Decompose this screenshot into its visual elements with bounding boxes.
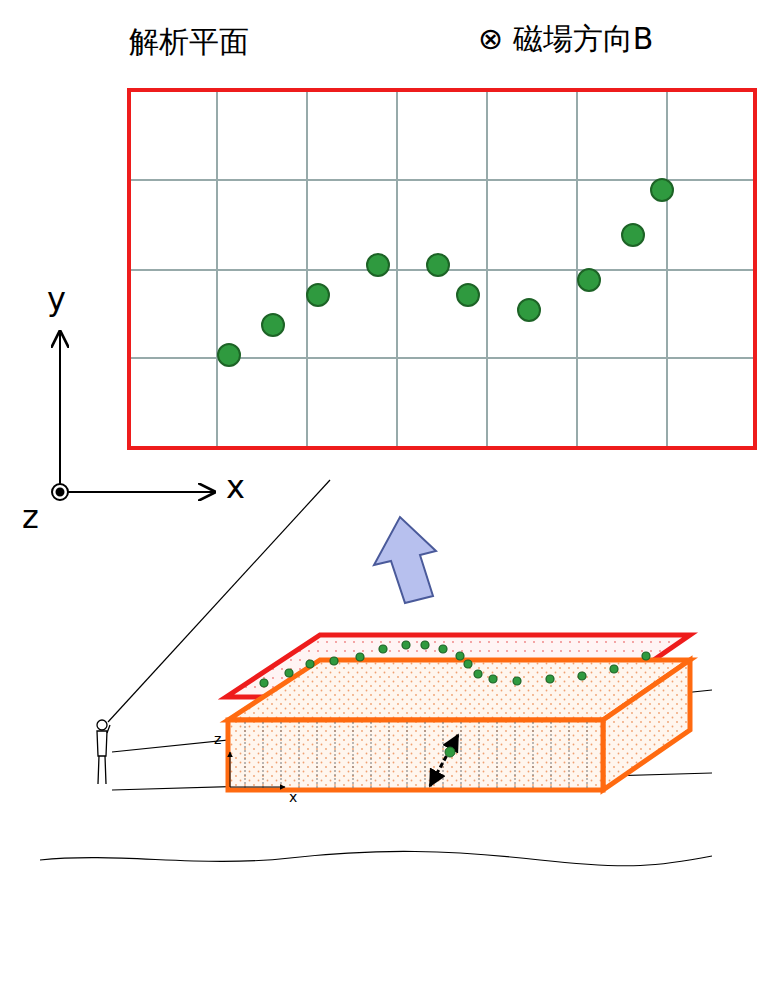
field-lines — [245, 722, 587, 788]
particle-dot — [445, 747, 455, 757]
axis-label: x — [226, 470, 245, 505]
axis-label: x — [289, 790, 297, 805]
motion-arrow — [430, 735, 458, 786]
axis-label: y — [47, 282, 66, 317]
particle-dots — [218, 179, 673, 366]
axis-label: z — [214, 732, 221, 747]
box-axes — [230, 752, 285, 787]
projection-arrow — [374, 517, 436, 603]
sight-lines — [40, 480, 712, 866]
analysis-plane: 解析平面 — [127, 88, 757, 450]
plane-dots-3d — [260, 641, 650, 687]
plane-heading: 解析平面 — [129, 22, 249, 63]
grid — [129, 90, 755, 448]
axis-label: z — [22, 500, 39, 535]
axes — [52, 332, 214, 500]
observer — [97, 720, 110, 784]
volume-box — [228, 660, 690, 790]
field-direction: ⊗ 磁場方向B — [478, 22, 653, 55]
